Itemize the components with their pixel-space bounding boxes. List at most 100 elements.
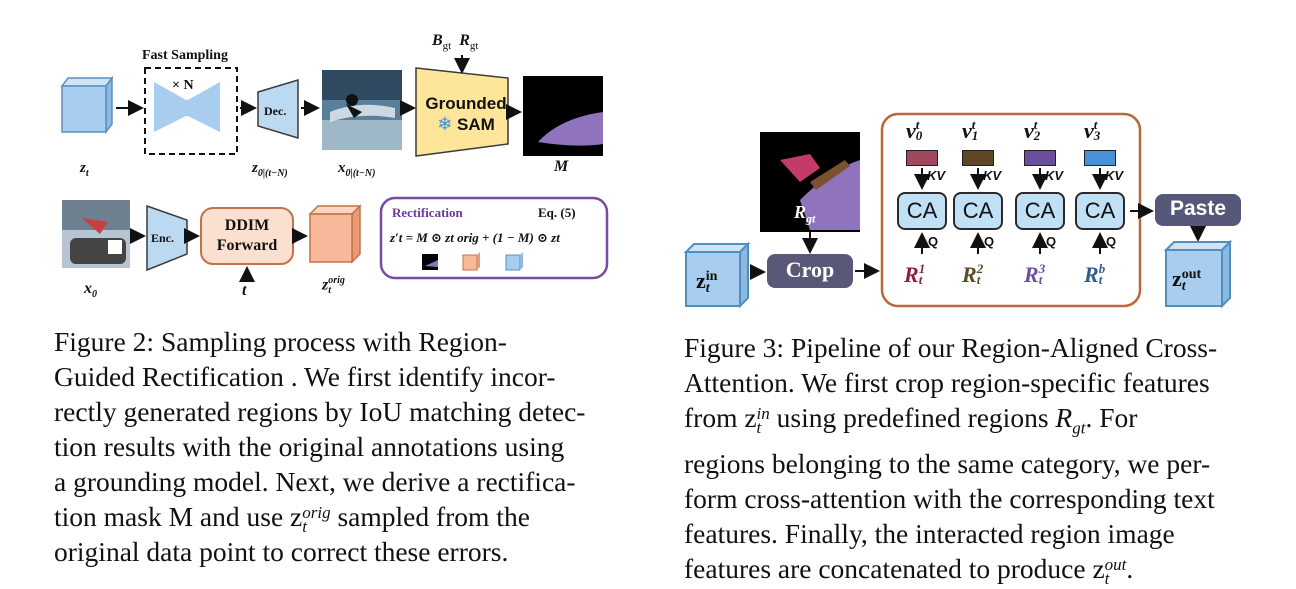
rect-eq: Eq. (5) [538,205,576,221]
caption3-line-3-rsub: gt [1072,418,1086,438]
z-orig-cube [308,204,362,264]
q-label-2: Q [1046,234,1056,249]
v3-base: v [1084,118,1094,143]
z-t-sub: t [85,168,89,179]
rect-icon-zt [505,252,523,271]
rect-formula-text: z′t = M ⊙ zt orig + (1 − M) ⊙ zt [390,230,560,245]
ca-text-2: CA [1024,198,1056,223]
ca-text-1: CA [962,198,994,223]
r1-base: R [904,262,919,287]
paste-label: Paste [1155,197,1241,221]
unet-shape [154,82,186,132]
r-gt-sub: gt [469,40,479,53]
x0-label: x0|(t−N) [338,160,375,179]
caption3-line-7-sup: out [1104,554,1127,574]
paste-box [1155,194,1241,226]
caption2-line-1: Figure 2: Sampling process with Region- [54,326,507,357]
caption3-line-3-r: R [1055,402,1073,433]
zorig-sup: orig [328,275,345,286]
rect-formula: z′t = M ⊙ zt orig + (1 − M) ⊙ zt [390,230,560,246]
z0-base: z [252,160,258,176]
snowflake-icon: ❄ [437,114,453,134]
z-out-base: z [1172,266,1182,291]
times-n-label: × N [172,78,194,94]
x-0-base: x [84,280,92,297]
r-gt-base-3: R [794,202,807,222]
caption3-line-7-start: features are concatenated to produce z [684,552,1105,584]
kv-text-1: KV [983,168,1002,183]
caption3-line-1: Figure 3: Pipeline of our Region-Aligned… [684,332,1218,363]
x-0-label: x0 [84,280,97,300]
ca-text-3: CA [1084,198,1116,223]
r-gt-sub-3: gt [806,211,816,226]
zorig-sub: t [328,285,332,296]
q-text-2: Q [1046,234,1057,249]
caption2-line-6-rest: sampled from the [330,501,530,532]
r2-sub: t [976,272,981,287]
caption3-line-2: Attention. We first crop region-specific… [684,367,1210,398]
kv-label-0: KV [927,168,945,183]
kv-label-2: KV [1045,168,1063,183]
rect-title: Rectification [392,205,463,221]
v0-sub: 0 [915,128,923,143]
rect-eq-text: Eq. (5) [538,205,576,220]
crop-text: Crop [785,257,835,282]
q-text-1: Q [984,234,995,249]
caption3-line-5: form cross-attention with the correspond… [684,482,1215,514]
enc-label: Enc. [151,231,174,246]
z-out-sub: t [1181,279,1186,294]
r3-sub: t [1038,272,1043,287]
z-in-cube [683,241,751,309]
z-in-sup: in [705,269,718,284]
caption2-line-6-start: tion mask M and use z [54,501,303,532]
rb-sub: t [1098,272,1103,287]
caption3-line-3-end: . For [1085,402,1138,433]
kv-text-2: KV [1045,168,1064,183]
zorig-base: z [322,276,329,294]
r1-sup: 1 [918,261,926,276]
caption3-line-6: features. Finally, the interacted region… [684,517,1175,549]
z-in-base: z [696,268,706,293]
v2-base: v [1024,118,1034,143]
crop-label: Crop [767,257,853,283]
fast-sampling-box [144,67,238,155]
b-r-gt-label: Bgt Rgt [432,32,478,52]
rectification-mask [523,76,603,156]
token-v2 [1024,150,1056,166]
caption2-line-3: rectly generated regions by IoU matching… [54,396,586,427]
z-out-cube [1163,239,1233,309]
token-v0 [906,150,938,166]
ca-text-0: CA [906,198,938,223]
caption2-line-6-sup: orig [302,503,331,522]
q-label-0: Q [928,234,938,249]
kv-arrows [914,168,1108,190]
rect-icon-mask [422,254,438,270]
z0-label: z0|(t−N) [252,160,288,179]
ca-box-2: CA [1015,192,1065,230]
generated-image-x0 [322,70,402,150]
r2-base: R [962,262,977,287]
z-t-base: z [80,160,86,176]
grounded-sam-label: Grounded ❄ SAM [424,94,508,135]
enc-text: Enc. [151,231,175,245]
caption2-line-5: a grounding model. Next, we derive a rec… [54,466,576,497]
caption3-line-4: regions belonging to the same category, … [684,447,1211,479]
rect-icon-orig [462,252,480,271]
b-gt-sub: gt [442,40,452,53]
t-label: t [242,282,246,300]
caption2-line-4: tion results with the original annotatio… [54,431,565,462]
v0-sup: t [915,117,920,132]
figure-3-diagram [683,112,1241,309]
forward-text: Forward [216,237,278,254]
